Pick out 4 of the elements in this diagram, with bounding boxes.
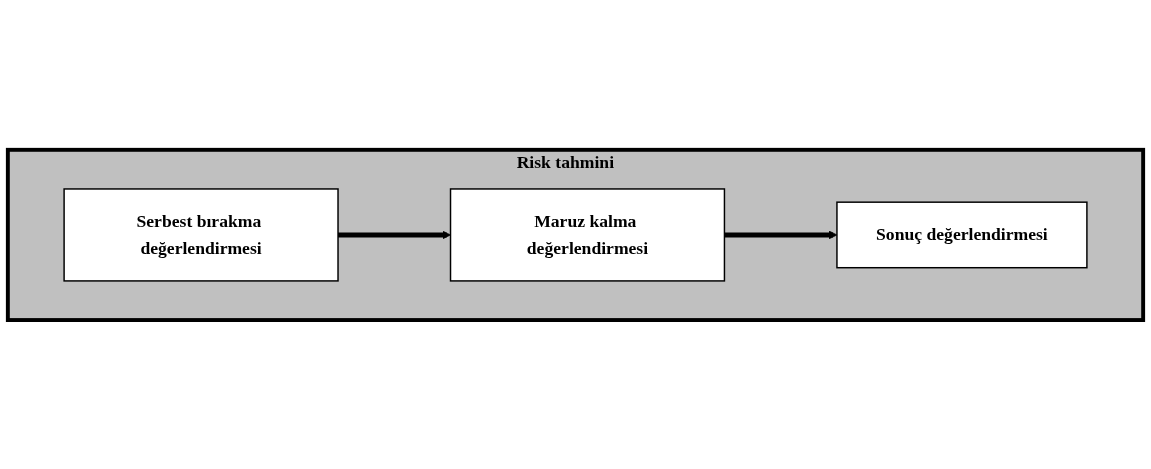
arrow	[338, 230, 451, 239]
node-box: Serbest bırakma değerlendirmesi	[63, 187, 339, 282]
node-box: Sonuç değerlendirmesi	[836, 201, 1088, 268]
node-box: Maruz kalma değerlendirmesi	[449, 187, 726, 282]
